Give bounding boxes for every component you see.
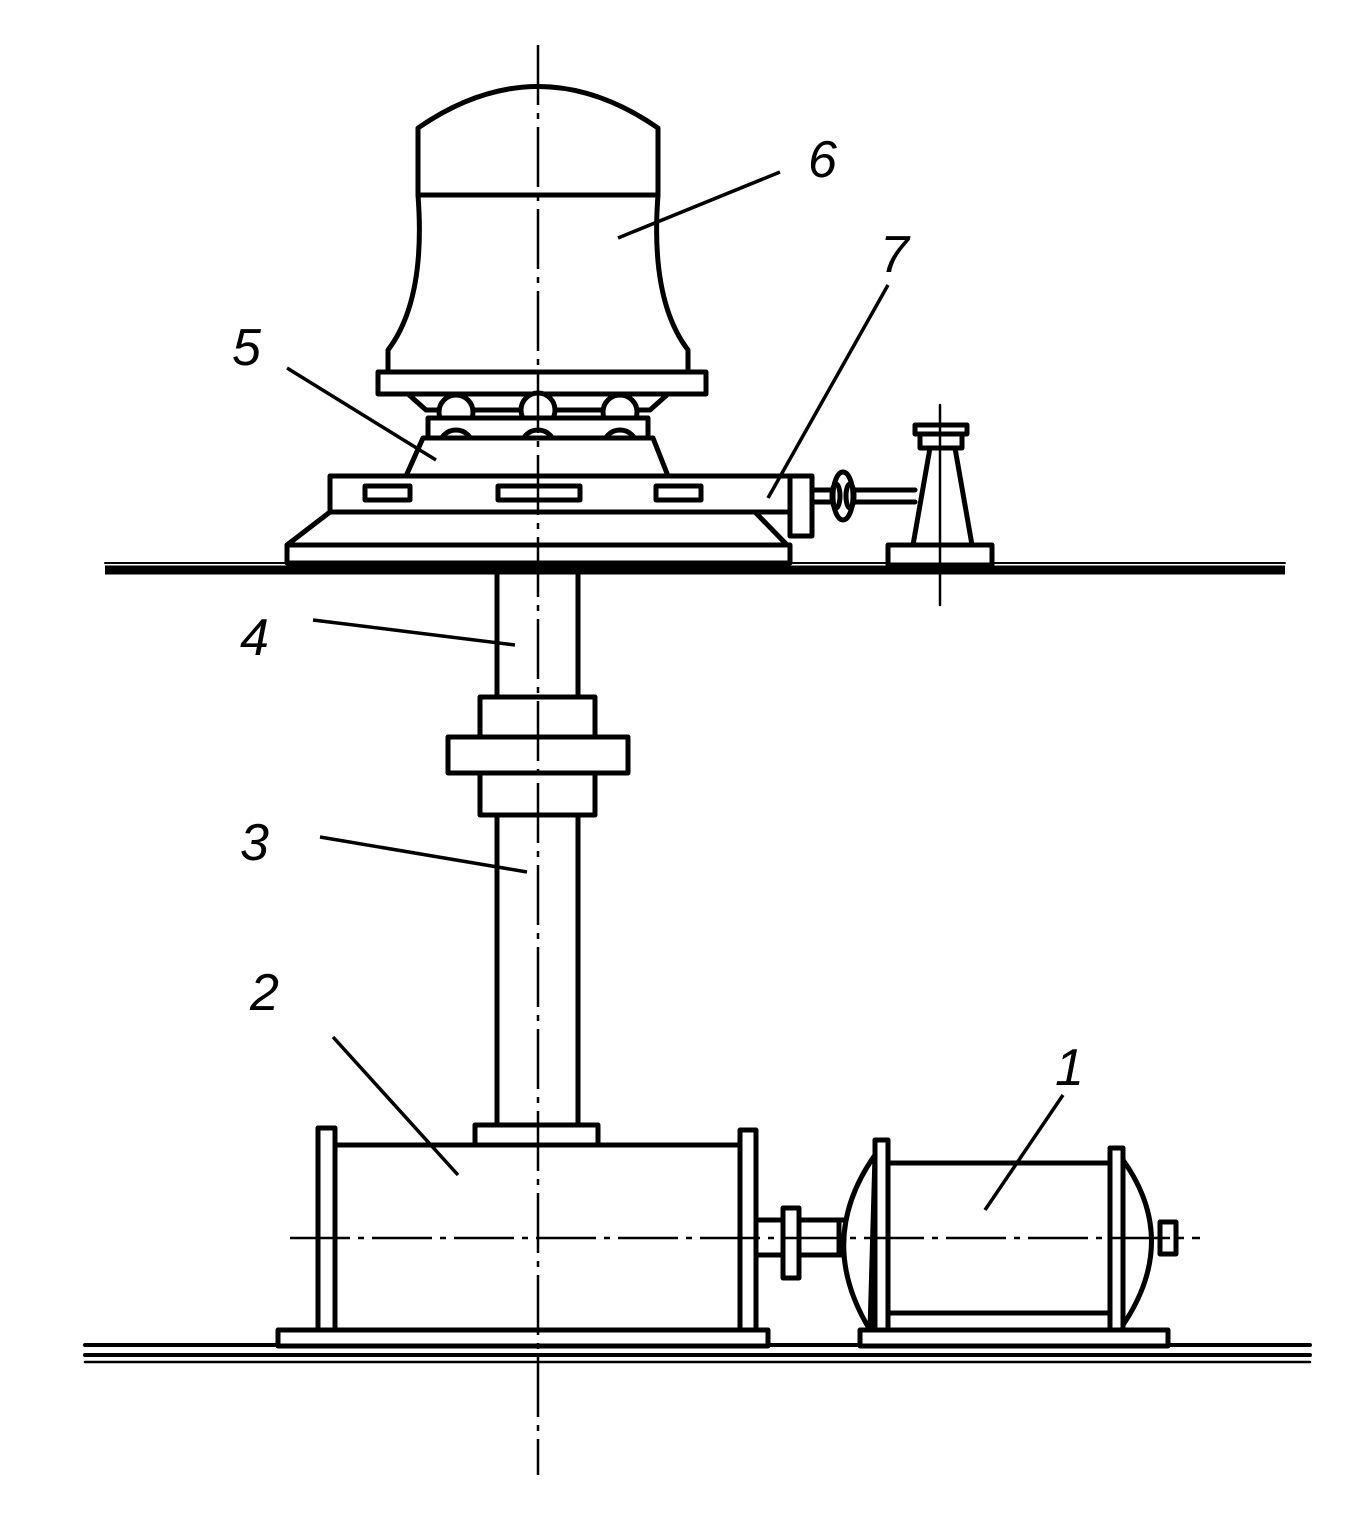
label-6: 6	[808, 131, 837, 189]
label-4: 4	[240, 609, 269, 667]
leader-3	[319, 835, 528, 874]
lower-shaft	[472, 812, 601, 1148]
label-2: 2	[249, 964, 279, 1022]
leader-5	[286, 366, 437, 462]
leader-lines	[286, 170, 1065, 1211]
leader-7	[766, 284, 890, 499]
label-7: 7	[880, 226, 911, 284]
leader-2	[331, 1035, 460, 1177]
label-3: 3	[240, 814, 269, 872]
label-1: 1	[1055, 1039, 1084, 1097]
leader-4	[312, 618, 516, 647]
leader-6	[617, 170, 781, 240]
upper-shaft	[494, 572, 581, 700]
capstan-base	[284, 473, 793, 566]
leader-1	[983, 1094, 1065, 1211]
label-5: 5	[232, 319, 262, 377]
brake-control-linkage	[787, 403, 995, 607]
capstan-head	[375, 84, 709, 413]
center-lines	[290, 45, 1200, 1475]
